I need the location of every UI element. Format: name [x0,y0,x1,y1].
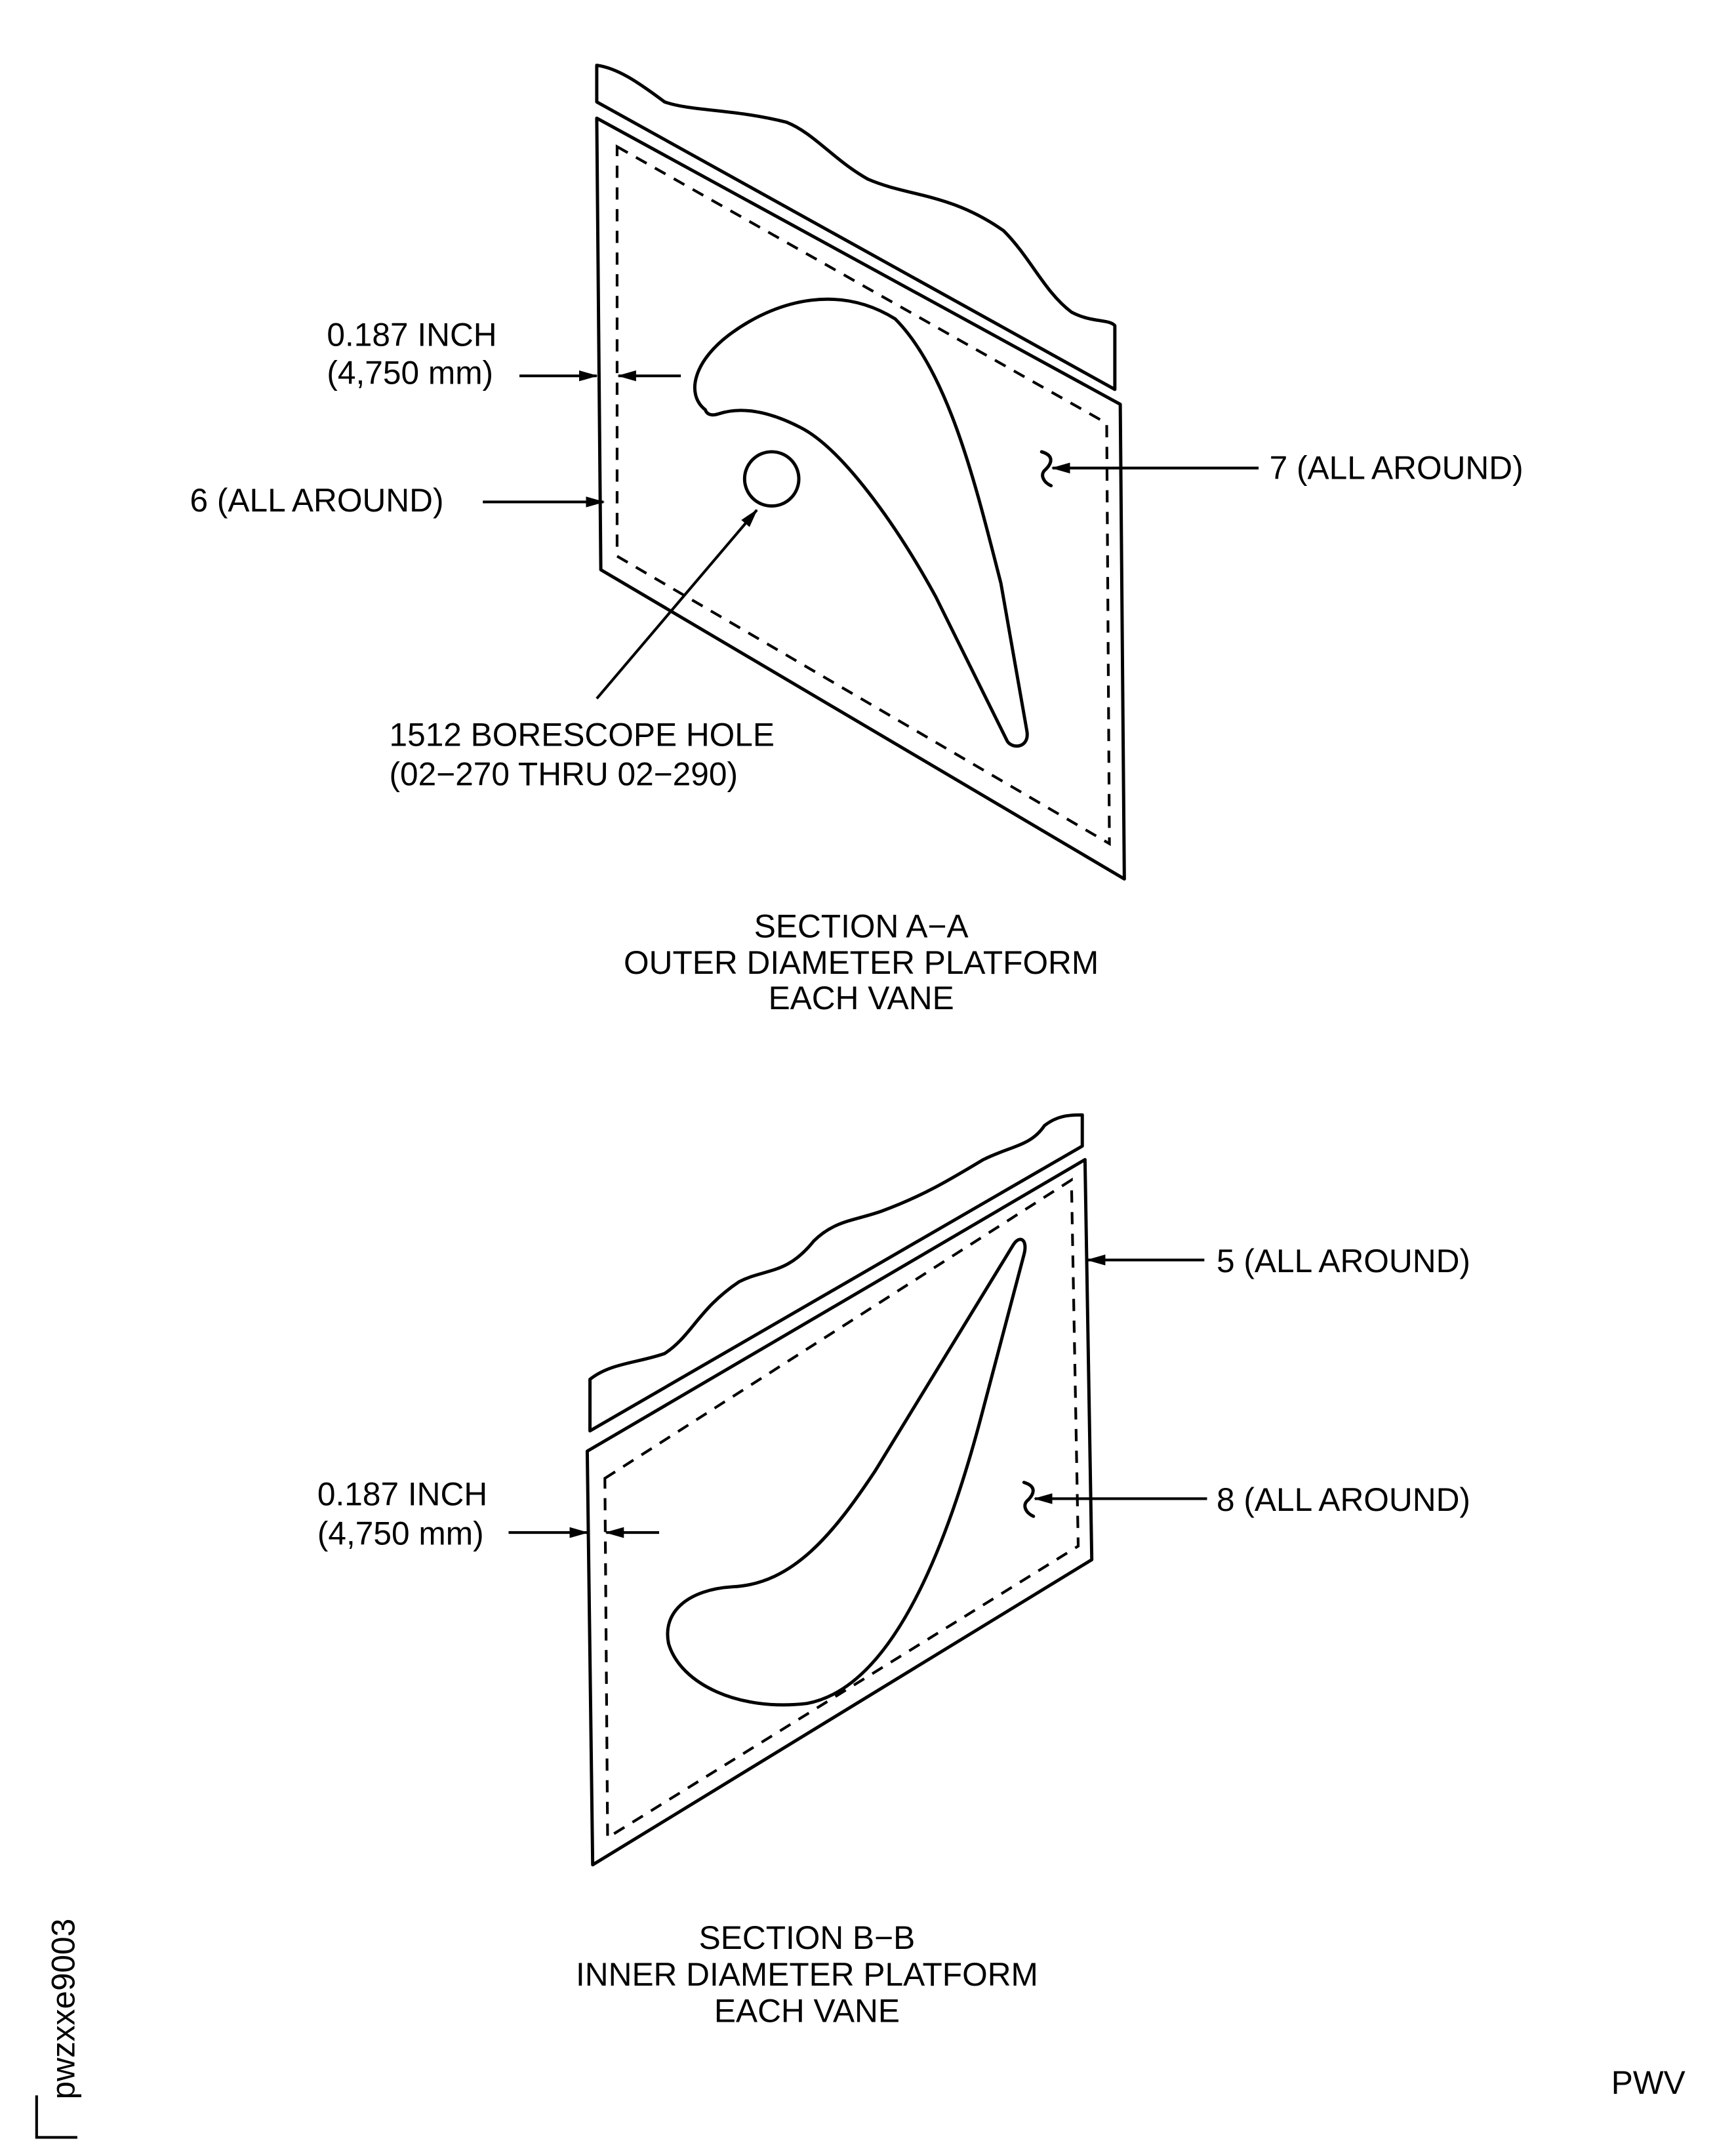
surface-squiggle-icon [1022,1481,1036,1518]
inner-platform-outline [585,1157,1094,1867]
callout-6-label: 6 (ALL AROUND) [190,482,444,519]
section-b-caption-1: SECTION B−B [699,1919,916,1956]
vane-breakaway-bottom [588,1113,1084,1433]
airfoil-section [666,1237,1027,1707]
airfoil-section [693,297,1029,748]
borescope-label-2: (02−270 THRU 02−290) [390,756,738,793]
outer-platform-outline [595,116,1126,881]
borescope-hole [742,450,801,508]
section-b-caption-3: EACH VANE [714,1993,900,2030]
section-a-thickness-mm: (4,750 mm) [327,355,493,391]
section-b-thickness-inch: 0.187 INCH [317,1476,487,1513]
figure-id-bracket [35,2095,77,2139]
coating-boundary-dashed [615,144,1111,847]
section-a-thickness-inch: 0.187 INCH [327,317,496,353]
vane-breakaway-top [595,64,1117,391]
corner-code: PWV [1611,2064,1686,2101]
section-b-drawing: 5 (ALL AROUND) 8 (ALL AROUND) 0.187 INCH… [317,1113,1470,2030]
coating-boundary-dashed [603,1177,1080,1841]
callout-8-label: 8 (ALL AROUND) [1217,1481,1470,1518]
section-a-caption-1: SECTION A−A [754,908,969,944]
section-b-caption-2: INNER DIAMETER PLATFORM [576,1956,1038,1993]
borescope-label-1: 1512 BORESCOPE HOLE [390,717,775,753]
callout-5-label: 5 (ALL AROUND) [1217,1243,1470,1279]
surface-squiggle-icon [1040,450,1053,488]
figure-id: pwzxxe9003 [45,1919,82,2100]
section-b-thickness-mm: (4,750 mm) [317,1515,484,1552]
section-a-drawing: 0.187 INCH (4,750 mm) 6 (ALL AROUND) 7 (… [190,64,1524,1016]
borescope-leader-arrow [595,509,758,700]
section-a-caption-2: OUTER DIAMETER PLATFORM [624,944,1099,981]
callout-7-label: 7 (ALL AROUND) [1270,449,1524,486]
section-a-caption-3: EACH VANE [769,980,954,1016]
